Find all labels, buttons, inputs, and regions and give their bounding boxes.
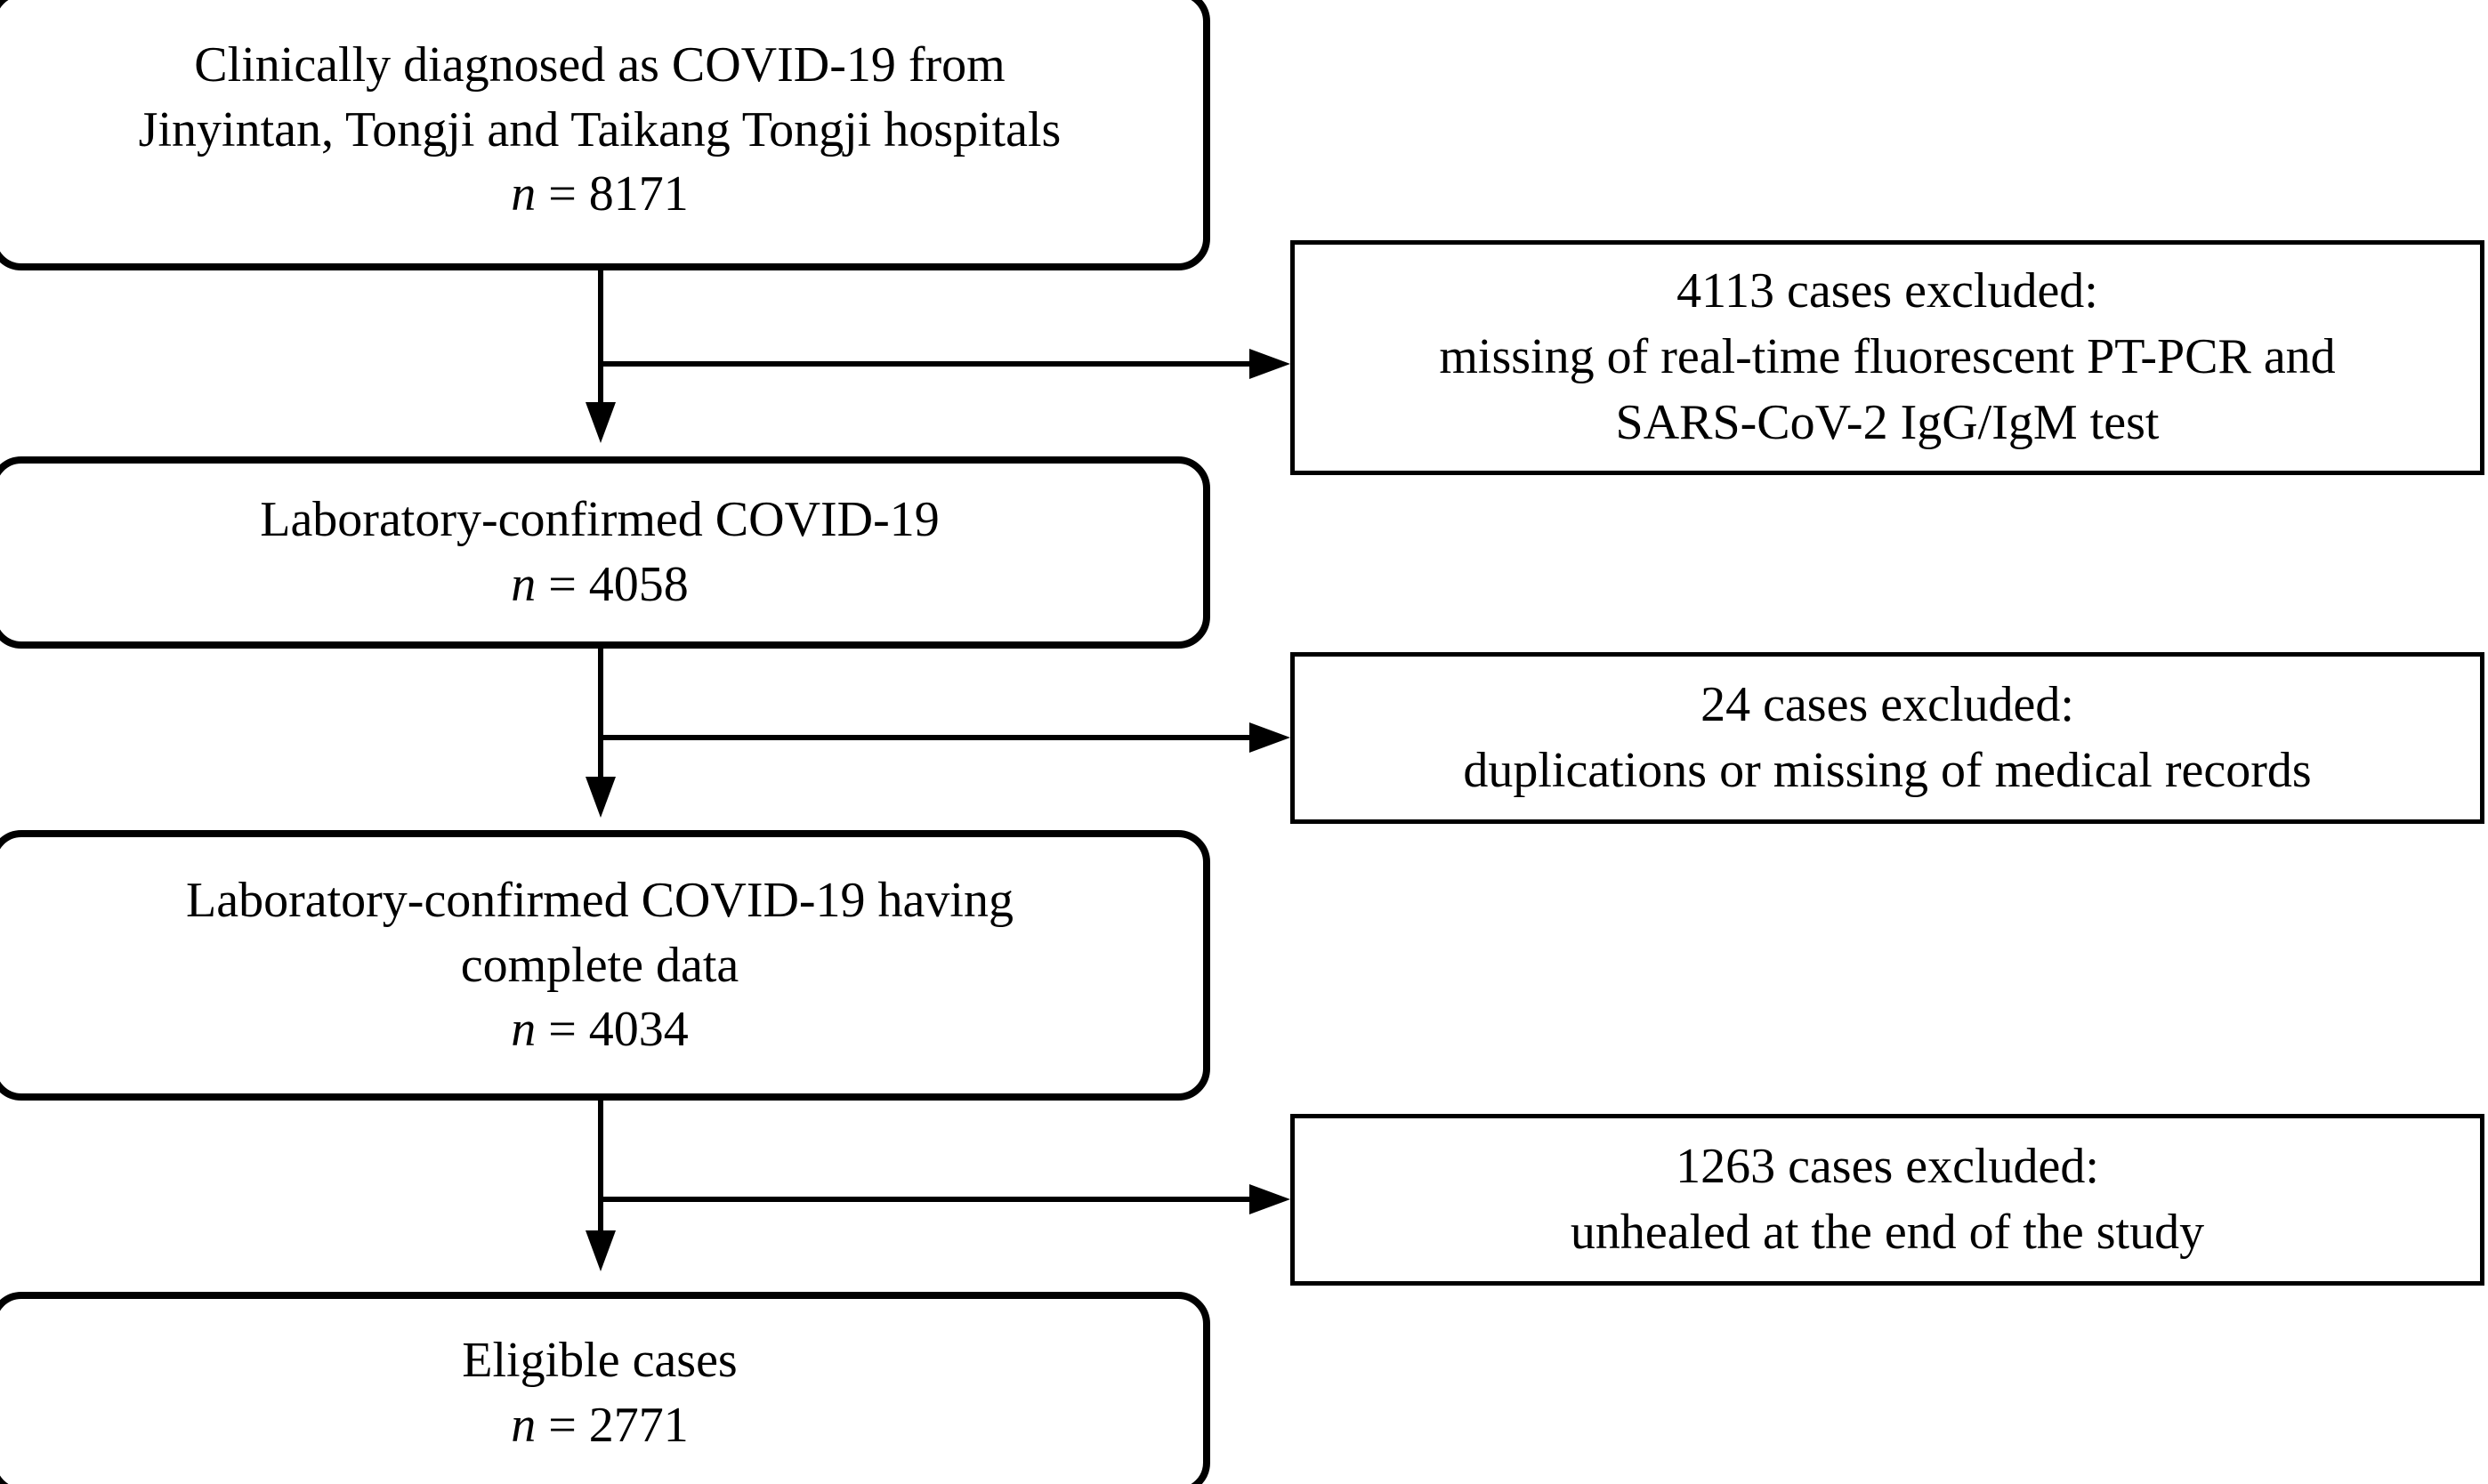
connector-2-branch-horizontal — [603, 735, 1249, 740]
connector-1-arrowhead-down — [586, 402, 616, 443]
node-lab-confirmed-line1: Laboratory-confirmed COVID-19 — [260, 492, 940, 548]
node-complete-data: Laboratory-confirmed COVID-19 having com… — [0, 830, 1210, 1101]
exclusion-1-line3: SARS-CoV-2 IgG/IgM test — [1615, 394, 2160, 450]
exclusion-2-line2: duplications or missing of medical recor… — [1463, 742, 2312, 798]
node-complete-data-count: n = 4034 — [511, 997, 689, 1062]
connector-3-arrowhead-right — [1249, 1184, 1290, 1214]
node-complete-data-line1: Laboratory-confirmed COVID-19 having — [186, 872, 1014, 928]
node-eligible-count: n = 2771 — [511, 1393, 689, 1458]
node-lab-confirmed: Laboratory-confirmed COVID-19 n = 4058 — [0, 456, 1210, 649]
connector-3-vertical — [598, 1101, 603, 1232]
exclusion-3-line2: unhealed at the end of the study — [1570, 1204, 2205, 1260]
exclusion-1-line1: 4113 cases excluded: — [1676, 263, 2098, 319]
exclusion-1-line2: missing of real-time fluorescent PT-PCR … — [1439, 329, 2336, 385]
node-eligible-line1: Eligible cases — [462, 1333, 738, 1389]
node-enrolled-n-symbol: n — [511, 166, 537, 222]
node-enrolled-line1: Clinically diagnosed as COVID-19 from — [194, 36, 1006, 93]
exclusion-box-3: 1263 cases excluded: unhealed at the end… — [1290, 1114, 2484, 1286]
exclusion-3-line1: 1263 cases excluded: — [1676, 1138, 2099, 1194]
node-eligible-n-symbol: n — [511, 1398, 537, 1453]
exclusion-box-2: 24 cases excluded: duplications or missi… — [1290, 652, 2484, 824]
node-complete-data-n-symbol: n — [511, 1002, 537, 1058]
node-lab-confirmed-count: n = 4058 — [511, 552, 689, 617]
connector-1-arrowhead-right — [1249, 349, 1290, 379]
exclusion-2-line1: 24 cases excluded: — [1700, 676, 2074, 732]
connector-2-arrowhead-right — [1249, 722, 1290, 753]
connector-1-branch-horizontal — [603, 361, 1249, 367]
connector-3-arrowhead-down — [586, 1230, 616, 1271]
node-enrolled-count: n = 8171 — [511, 162, 689, 227]
node-lab-confirmed-n-symbol: n — [511, 557, 537, 612]
node-eligible-n-value: = 2771 — [548, 1398, 689, 1453]
node-complete-data-line2: complete data — [460, 937, 739, 993]
node-enrolled-n-value: = 8171 — [548, 166, 689, 222]
node-eligible: Eligible cases n = 2771 — [0, 1292, 1210, 1484]
exclusion-box-1: 4113 cases excluded: missing of real-tim… — [1290, 240, 2484, 475]
connector-1-vertical — [598, 270, 603, 404]
node-lab-confirmed-n-value: = 4058 — [548, 557, 689, 612]
connector-2-vertical — [598, 649, 603, 778]
node-enrolled: Clinically diagnosed as COVID-19 from Ji… — [0, 0, 1210, 270]
node-complete-data-n-value: = 4034 — [548, 1002, 689, 1058]
node-enrolled-line2: Jinyintan, Tongji and Taikang Tongji hos… — [138, 101, 1062, 157]
connector-3-branch-horizontal — [603, 1197, 1249, 1202]
connector-2-arrowhead-down — [586, 777, 616, 818]
